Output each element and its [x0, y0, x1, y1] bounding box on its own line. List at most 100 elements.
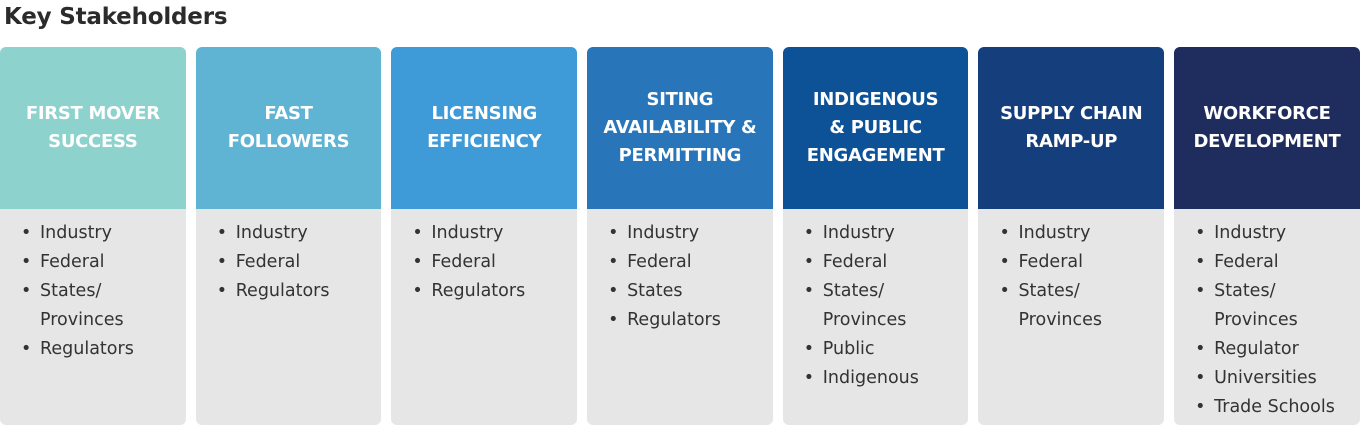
card-header: INDIGENOUS & PUBLIC ENGAGEMENT: [782, 47, 969, 209]
stakeholder-label: Federal: [1214, 252, 1279, 272]
stakeholder-label: States: [627, 281, 683, 301]
card-title: SITING AVAILABILITY & PERMITTING: [603, 89, 757, 166]
stakeholder-label: Regulators: [40, 339, 134, 359]
card-body: •Industry•Federal•States/ Provinces•Regu…: [1174, 209, 1360, 425]
card-body: •Industry•Federal•States/ Provinces•Regu…: [0, 209, 186, 425]
bullet-icon: •: [216, 281, 228, 301]
stakeholder-label: Federal: [1018, 252, 1083, 272]
bullet-icon: •: [1195, 397, 1206, 417]
card-title: FIRST MOVER SUCCESS: [25, 103, 160, 152]
bullet-icon: •: [412, 252, 423, 272]
stakeholder-label: Federal: [235, 252, 301, 272]
stakeholder-label: Industry: [627, 223, 700, 243]
stakeholder-label: Industry: [431, 223, 504, 243]
stakeholder-list: • Industry • Federal • States/ Provinces • Publ…: [803, 219, 961, 393]
stakeholder-item: •Regulators: [20, 335, 178, 364]
stakeholder-item: • Industry: [607, 219, 765, 248]
bullet-icon: •: [1195, 281, 1206, 301]
bullet-icon: •: [803, 368, 815, 388]
card-header: SITING AVAILABILITY & PERMITTING: [587, 47, 773, 209]
bullet-icon: •: [412, 281, 423, 301]
stakeholder-list: •Industry•Federal•Regulators: [411, 219, 569, 306]
stakeholder-item: • Industry: [1194, 219, 1352, 248]
bullet-icon: •: [608, 223, 619, 243]
stakeholder-list: • Industry • Federal • Regulators: [216, 219, 374, 306]
stakeholder-label: Industry: [235, 223, 308, 243]
bullet-icon: •: [1195, 368, 1206, 388]
stakeholder-item: •States/ Provinces: [998, 277, 1156, 335]
card-header: FAST FOLLOWERS: [195, 47, 382, 209]
stakeholder-cards: FIRST MOVER SUCCESS•Industry•Federal•Sta…: [0, 47, 1360, 425]
bullet-icon: •: [216, 223, 228, 243]
bullet-icon: •: [999, 223, 1010, 243]
stakeholder-card: FAST FOLLOWERS • Industry • Federal • Regulato…: [195, 47, 382, 425]
card-body: • Industry • Federal • States/ Provinces • Publ…: [782, 209, 969, 425]
stakeholder-label: States/ Provinces: [1018, 281, 1103, 330]
stakeholder-item: • Industry: [998, 219, 1156, 248]
stakeholder-item: • States/ Provinces: [20, 277, 178, 335]
bullet-icon: •: [803, 281, 815, 301]
card-title: INDIGENOUS & PUBLIC ENGAGEMENT: [806, 89, 945, 166]
stakeholder-label: Federal: [40, 252, 105, 272]
bullet-icon: •: [608, 252, 619, 272]
stakeholder-list: •Industry•Federal•States•Regulators: [607, 219, 765, 335]
stakeholder-item: • Federal: [20, 248, 178, 277]
stakeholder-label: States/ Provinces: [40, 281, 124, 330]
stakeholder-item: • Federal: [803, 248, 961, 277]
stakeholder-item: • Universities: [1194, 364, 1352, 393]
stakeholder-label: States/ Provinces: [822, 281, 907, 330]
stakeholder-item: •Trade Schools: [1194, 393, 1352, 422]
stakeholder-item: •Federal: [411, 248, 569, 277]
card-body: • Industry • Federal •States/ Provinces: [978, 209, 1165, 425]
stakeholder-label: Public: [822, 339, 875, 359]
bullet-icon: •: [21, 281, 32, 301]
stakeholder-card: FIRST MOVER SUCCESS•Industry•Federal•Sta…: [0, 47, 186, 425]
stakeholder-label: Industry: [1018, 223, 1091, 243]
card-body: • Industry • Federal • Regulators: [195, 209, 382, 425]
stakeholder-list: •Industry•Federal•States/ Provinces•Regu…: [1194, 219, 1352, 422]
card-title: FAST FOLLOWERS: [227, 103, 350, 152]
stakeholder-item: • States/ Provinces: [803, 277, 961, 335]
stakeholder-label: Industry: [822, 223, 895, 243]
card-body: •Industry•Federal•Regulators: [391, 209, 578, 425]
bullet-icon: •: [216, 252, 228, 272]
stakeholder-card: SITING AVAILABILITY & PERMITTING • Industr…: [587, 47, 773, 425]
stakeholder-item: •Federal: [1194, 248, 1352, 277]
bullet-icon: •: [608, 281, 619, 301]
stakeholder-card: WORKFORCE DEVELOPMENT•Industry•Federal•S…: [1174, 47, 1360, 425]
stakeholder-item: • Federal: [607, 248, 765, 277]
stakeholder-label: Regulators: [431, 281, 526, 301]
stakeholder-item: • Indigenous: [803, 364, 961, 393]
stakeholder-label: States/ Provinces: [1214, 281, 1298, 330]
stakeholder-card: INDIGENOUS & PUBLIC ENGAGEMENT•Industry•…: [782, 47, 969, 425]
card-title: LICENSING EFFICIENCY: [427, 103, 542, 152]
bullet-icon: •: [21, 252, 32, 272]
card-header: LICENSING EFFICIENCY: [391, 47, 578, 209]
stakeholder-list: •Industry•Federal•States/ Provinces•Regu…: [20, 219, 178, 364]
stakeholder-label: Federal: [627, 252, 692, 272]
stakeholder-label: Industry: [1214, 223, 1287, 243]
stakeholder-label: Universities: [1214, 368, 1317, 388]
bullet-icon: •: [21, 223, 32, 243]
stakeholder-item: • Industry: [803, 219, 961, 248]
stakeholder-item: •Regulator: [1194, 335, 1352, 364]
bullet-icon: •: [412, 223, 423, 243]
card-body: •Industry•Federal•States•Regulators: [587, 209, 773, 425]
bullet-icon: •: [803, 252, 815, 272]
stakeholder-list: • Industry • Federal •States/ Provinces: [998, 219, 1156, 335]
stakeholder-label: Indigenous: [822, 368, 919, 388]
stakeholder-card: SUPPLY CHAIN RAMP-UP • Industry • Federal •St…: [978, 47, 1165, 425]
stakeholder-label: Regulators: [235, 281, 330, 301]
card-header: FIRST MOVER SUCCESS: [0, 47, 186, 209]
bullet-icon: •: [999, 252, 1010, 272]
bullet-icon: •: [803, 223, 815, 243]
stakeholder-card: LICENSING EFFICIENCY•Industry•Federal•Re…: [391, 47, 578, 425]
stakeholder-item: • Federal: [998, 248, 1156, 277]
bullet-icon: •: [608, 310, 619, 330]
stakeholder-label: Federal: [822, 252, 888, 272]
card-title: SUPPLY CHAIN RAMP-UP: [1000, 103, 1143, 152]
stakeholder-item: • States/ Provinces: [1194, 277, 1352, 335]
bullet-icon: •: [1195, 223, 1206, 243]
stakeholder-item: • Industry: [216, 219, 374, 248]
page-title: Key Stakeholders: [4, 4, 228, 30]
